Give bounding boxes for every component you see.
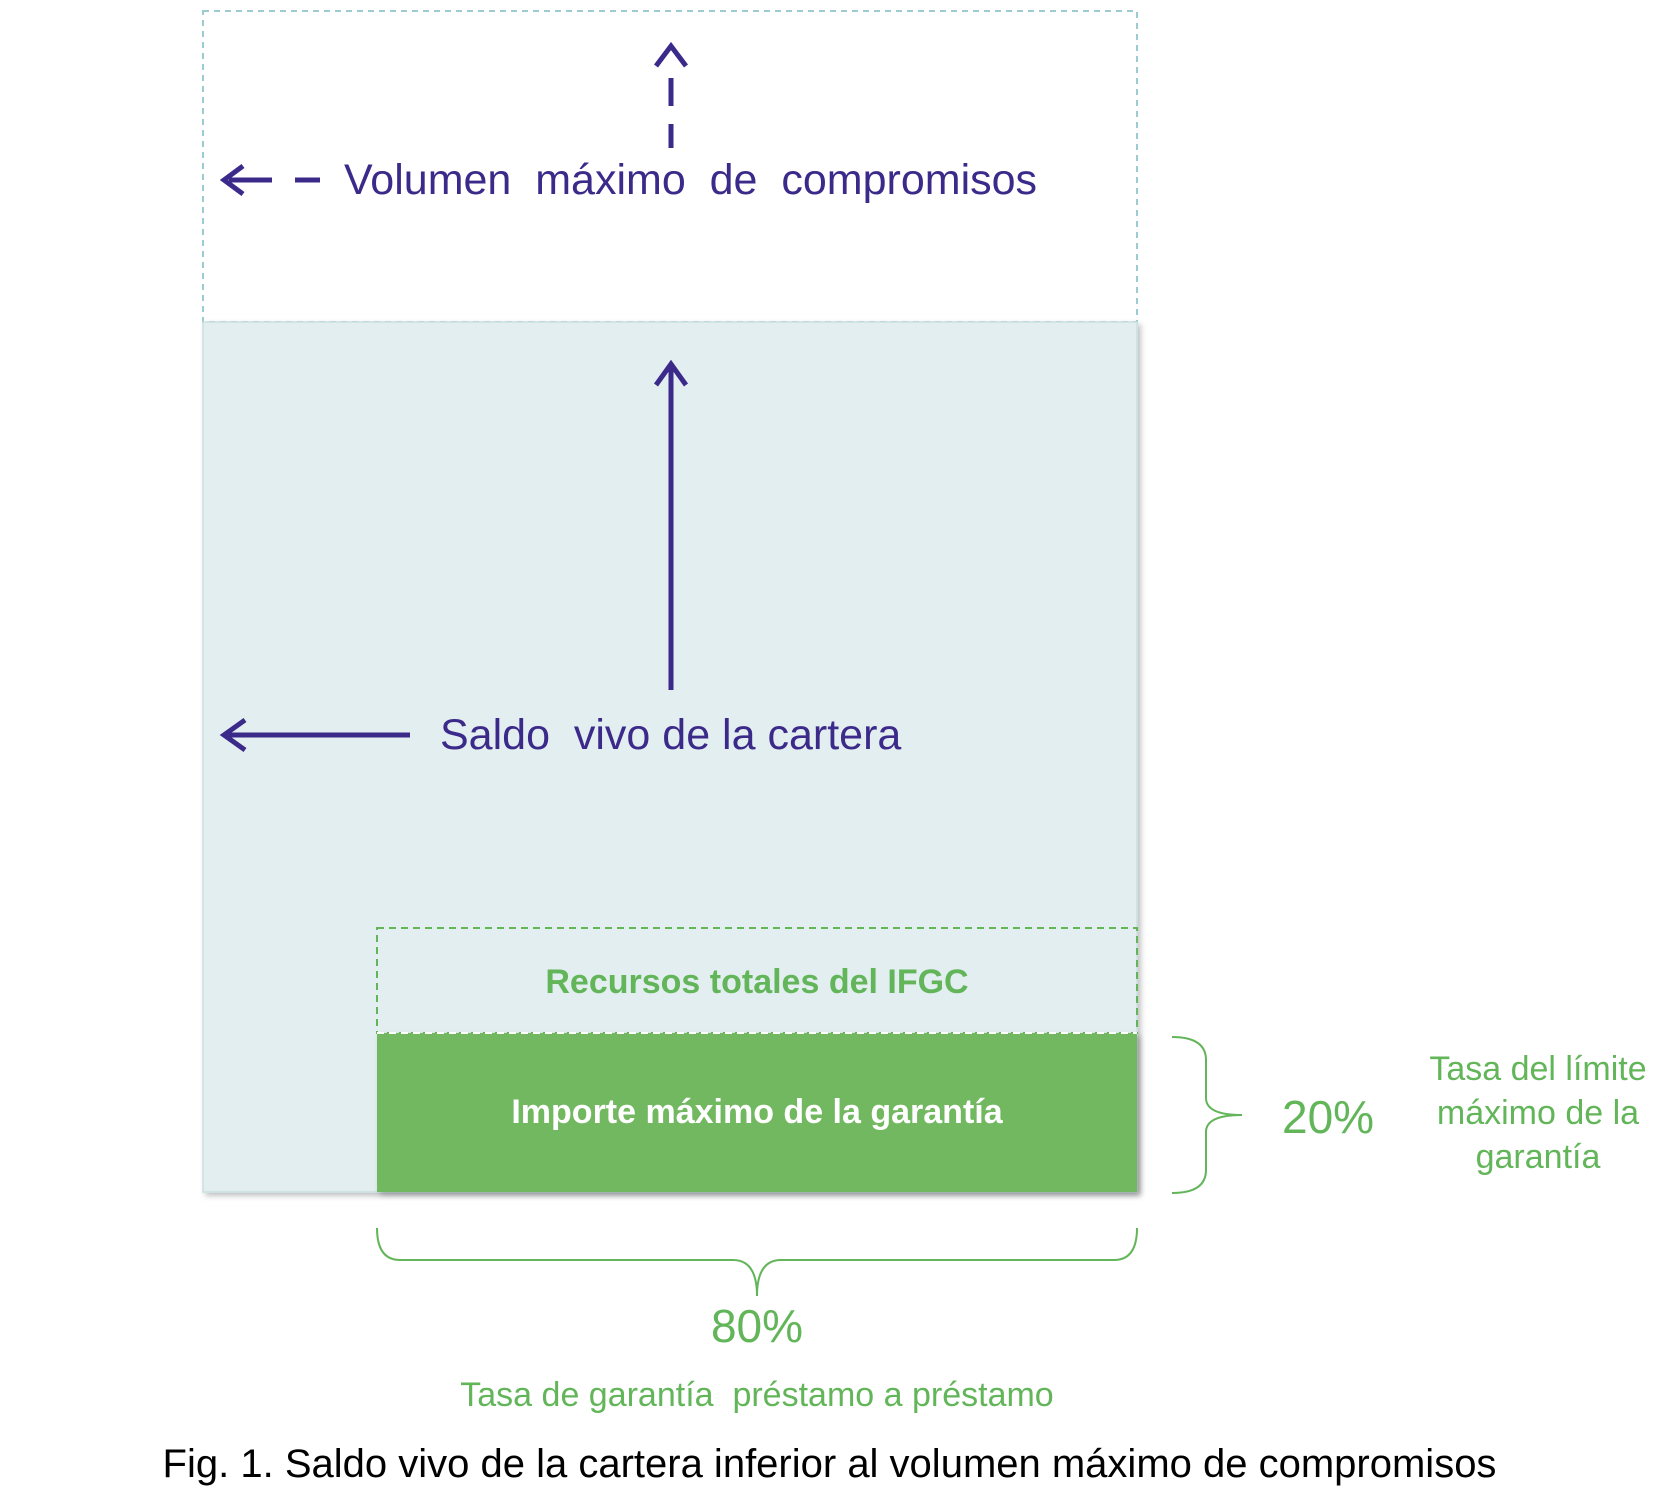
solid-left-arrow-icon: [219, 717, 410, 753]
dashed-left-arrow-icon: [219, 163, 320, 197]
max-guarantee-rate-line: máximo de la: [1436, 1094, 1640, 1132]
solid-up-arrow-icon: [653, 359, 689, 690]
max-guarantee-rate-line: Tasa del límite: [1429, 1050, 1647, 1088]
portfolio-balance-label: Saldo vivo de la cartera: [440, 711, 902, 759]
figure-caption: Fig. 1. Saldo vivo de la cartera inferio…: [162, 1442, 1497, 1486]
bottom-brace-icon: [376, 1227, 1138, 1297]
pct-20-label: 20%: [1282, 1091, 1375, 1143]
max-commitments-label: Volumen máximo de compromisos: [344, 156, 1038, 204]
right-brace-icon: [1171, 1036, 1243, 1194]
max-guarantee-label: Importe máximo de la garantía: [511, 1093, 1003, 1131]
max-guarantee-rate-label: Tasa del límite máximo de la garantía: [1418, 1047, 1658, 1179]
total-resources-label: Recursos totales del IFGC: [545, 963, 969, 1001]
max-commitments-region: [202, 10, 1138, 323]
max-guarantee-box: [377, 1033, 1137, 1192]
loan-guarantee-rate-label: Tasa de garantía préstamo a préstamo: [460, 1376, 1054, 1414]
max-guarantee-rate-line: garantía: [1475, 1138, 1601, 1176]
dashed-up-arrow-icon: [654, 41, 688, 148]
pct-80-label: 80%: [710, 1300, 804, 1352]
